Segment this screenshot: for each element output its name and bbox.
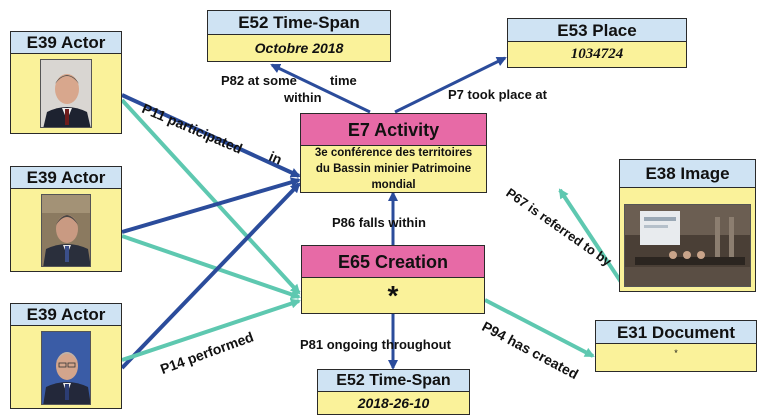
- edge-p7: [394, 56, 507, 114]
- node-document-value: *: [596, 344, 756, 371]
- actor-3-photo: [41, 331, 91, 405]
- edge-label-p86: P86 falls within: [332, 215, 426, 230]
- node-creation-class: E65 Creation: [302, 246, 484, 278]
- node-creation-value: *: [302, 278, 484, 313]
- actor-2-photo: [41, 194, 91, 267]
- node-actor-3: E39 Actor: [10, 303, 122, 409]
- node-actor-2-class: E39 Actor: [11, 167, 121, 189]
- edge-p82: [270, 63, 371, 114]
- node-timespan-top-value: Octobre 2018: [208, 35, 390, 61]
- edge-label-p81: P81 ongoing throughout: [300, 337, 451, 352]
- node-creation: E65 Creation *: [301, 245, 485, 314]
- node-actor-1-class: E39 Actor: [11, 32, 121, 54]
- edge-p11-actor2: [121, 177, 301, 234]
- actor-1-photo: [40, 59, 92, 128]
- edge-p11-actor3: [120, 182, 301, 370]
- node-activity-class: E7 Activity: [301, 114, 486, 146]
- node-timespan-top-class: E52 Time-Span: [208, 11, 390, 35]
- node-document-class: E31 Document: [596, 321, 756, 344]
- node-activity-value-line2: du Bassin minier Patrimoine mondial: [315, 163, 472, 191]
- node-timespan-bottom: E52 Time-Span 2018-26-10: [317, 369, 470, 415]
- conference-photo: [624, 204, 751, 287]
- node-activity-value-line1: 3e conférence des territoires: [314, 147, 473, 159]
- node-image-class: E38 Image: [620, 160, 755, 188]
- node-actor-3-class: E39 Actor: [11, 304, 121, 326]
- edge-p14-actor3: [121, 298, 301, 362]
- node-timespan-bottom-value: 2018-26-10: [318, 392, 469, 414]
- node-actor-1: E39 Actor: [10, 31, 122, 134]
- node-timespan-bottom-class: E52 Time-Span: [318, 370, 469, 392]
- node-place: E53 Place 1034724: [507, 18, 687, 68]
- edge-p11-actor1: [121, 93, 301, 178]
- node-place-class: E53 Place: [508, 19, 686, 42]
- edge-p67: [558, 188, 627, 290]
- edge-p14-actor2: [121, 234, 301, 300]
- node-timespan-top: E52 Time-Span Octobre 2018: [207, 10, 391, 62]
- node-actor-2: E39 Actor: [10, 166, 122, 272]
- edge-label-p82-b: time: [330, 73, 357, 88]
- edge-p14-actor1: [120, 98, 301, 295]
- edge-p94: [484, 298, 595, 358]
- edge-label-p82-c: within: [284, 90, 322, 105]
- node-activity: E7 Activity 3e conférence des territoire…: [300, 113, 487, 193]
- edge-label-p82-a: P82 at some: [221, 73, 297, 88]
- node-place-value: 1034724: [508, 42, 686, 67]
- node-document: E31 Document *: [595, 320, 757, 372]
- edge-label-p7: P7 took place at: [448, 87, 547, 102]
- node-image: E38 Image: [619, 159, 756, 292]
